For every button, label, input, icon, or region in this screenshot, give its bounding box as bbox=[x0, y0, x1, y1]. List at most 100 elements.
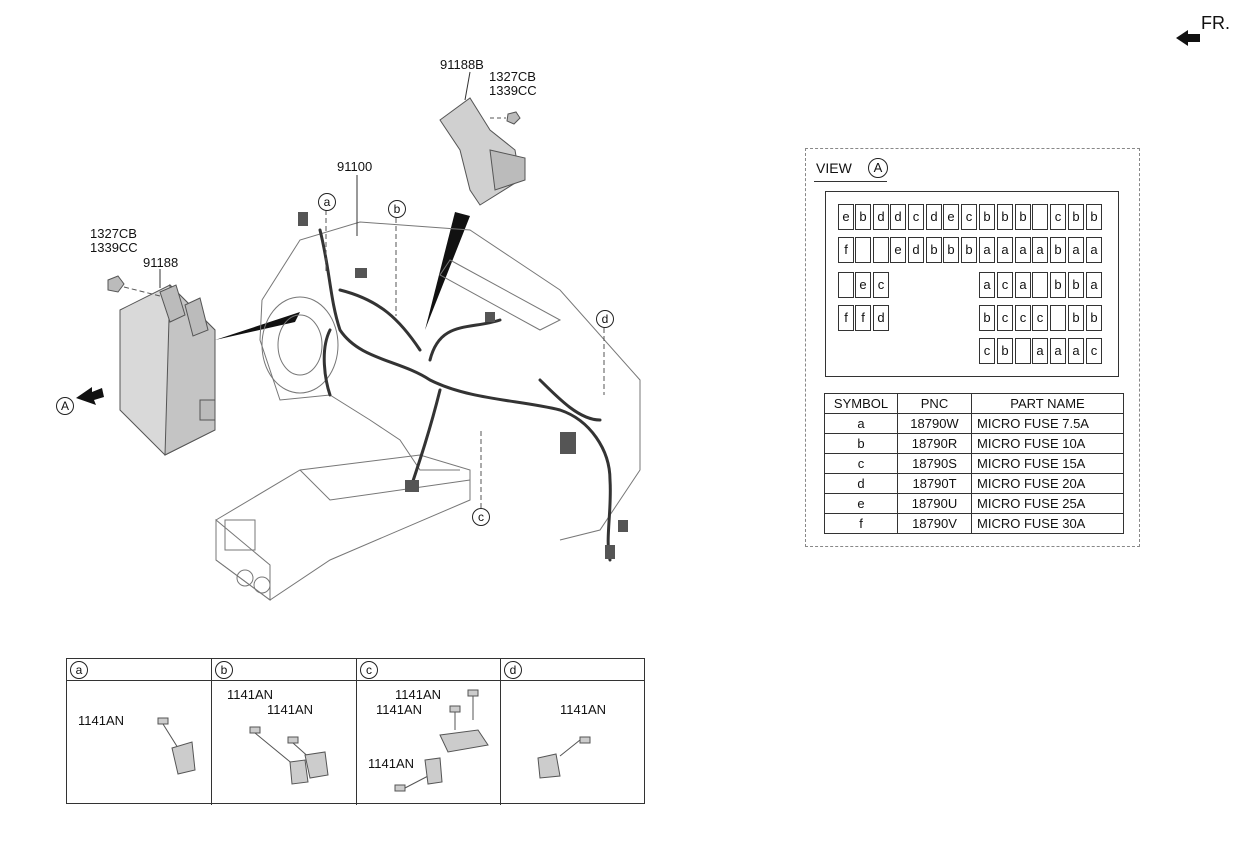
part-name-cell: MICRO FUSE 10A bbox=[971, 433, 1124, 454]
fuse-slot: b bbox=[997, 338, 1013, 364]
junction-box-91188 bbox=[119, 283, 216, 456]
fuse-slot: b bbox=[961, 237, 977, 263]
fuse-slot: b bbox=[997, 204, 1013, 230]
fuse-slot: b bbox=[1015, 204, 1031, 230]
detail-b-header-marker: b bbox=[215, 661, 233, 679]
view-a-title-marker: A bbox=[868, 158, 888, 178]
fuse-slot: a bbox=[1032, 237, 1048, 263]
fuse-slot bbox=[873, 237, 889, 263]
main-harness-91100 bbox=[318, 228, 612, 562]
detail-c-part-label: 1141AN bbox=[395, 687, 442, 702]
header-part-name: PART NAME bbox=[971, 393, 1124, 414]
callout-nut-1339CC-top: 1339CC bbox=[489, 83, 537, 98]
table-header-row: SYMBOL PNC PART NAME bbox=[824, 393, 1124, 414]
fuse-slot: b bbox=[1086, 204, 1102, 230]
fuse-slot: a bbox=[1015, 237, 1031, 263]
detail-b-part-label: 1141AN bbox=[227, 687, 274, 702]
pointer-wedge-left bbox=[215, 312, 300, 340]
fuse-slot bbox=[1032, 204, 1048, 230]
part-name-cell: MICRO FUSE 30A bbox=[971, 513, 1124, 534]
fuse-slot bbox=[1015, 338, 1031, 364]
nut-icon bbox=[506, 111, 521, 125]
fuse-slot bbox=[1032, 272, 1048, 298]
detail-marker-b: b bbox=[388, 200, 406, 218]
pnc-cell: 18790T bbox=[897, 473, 972, 494]
pnc-cell: 18790U bbox=[897, 493, 972, 514]
fuse-slot: b bbox=[1050, 237, 1066, 263]
part-name-cell: MICRO FUSE 7.5A bbox=[971, 413, 1124, 434]
view-a-title: VIEW bbox=[816, 160, 852, 176]
callout-91100: 91100 bbox=[337, 159, 373, 174]
detail-c-part-label: 1141AN bbox=[368, 756, 415, 771]
header-pnc: PNC bbox=[897, 393, 972, 414]
bracket-91188B bbox=[439, 97, 526, 206]
detail-grid bbox=[66, 658, 645, 805]
detail-divider bbox=[356, 659, 357, 805]
fuse-slot bbox=[838, 272, 854, 298]
pnc-cell: 18790W bbox=[897, 413, 972, 434]
detail-marker-c: c bbox=[472, 508, 490, 526]
detail-marker-d: d bbox=[596, 310, 614, 328]
front-arrow-icon bbox=[1176, 30, 1200, 46]
fuse-slot: a bbox=[1050, 338, 1066, 364]
detail-d-part-label: 1141AN bbox=[560, 702, 607, 717]
pointer-wedge-top bbox=[425, 212, 470, 330]
fuse-slot: a bbox=[1068, 338, 1084, 364]
detail-marker-a: a bbox=[318, 193, 336, 211]
view-a-underline bbox=[814, 181, 887, 182]
fuse-slot: d bbox=[873, 204, 889, 230]
fuse-slot: b bbox=[1086, 305, 1102, 331]
fuse-slot: e bbox=[838, 204, 854, 230]
view-a-arrow-icon bbox=[76, 387, 104, 405]
fuse-slot: b bbox=[979, 204, 995, 230]
symbol-cell: c bbox=[824, 453, 898, 474]
symbol-cell: b bbox=[824, 433, 898, 454]
fuse-slot: b bbox=[926, 237, 942, 263]
fuse-slot: c bbox=[1032, 305, 1048, 331]
fuse-slot: b bbox=[979, 305, 995, 331]
detail-a-header-marker: a bbox=[70, 661, 88, 679]
detail-c-part-label: 1141AN bbox=[376, 702, 423, 717]
fuse-slot: b bbox=[1050, 272, 1066, 298]
detail-d-header-marker: d bbox=[504, 661, 522, 679]
callout-nut-1327CB-top: 1327CB bbox=[489, 69, 536, 84]
fuse-slot: c bbox=[979, 338, 995, 364]
symbol-cell: f bbox=[824, 513, 898, 534]
fuse-slot: d bbox=[890, 204, 906, 230]
header-symbol: SYMBOL bbox=[824, 393, 898, 414]
fuse-slot: e bbox=[855, 272, 871, 298]
fuse-slot: d bbox=[926, 204, 942, 230]
fuse-slot: c bbox=[873, 272, 889, 298]
fuse-slot: a bbox=[1086, 272, 1102, 298]
fuse-slot: a bbox=[1015, 272, 1031, 298]
nut-icon bbox=[107, 275, 125, 293]
fuse-slot: f bbox=[838, 237, 854, 263]
detail-divider bbox=[500, 659, 501, 805]
fuse-slot: a bbox=[979, 237, 995, 263]
fuse-slot: d bbox=[908, 237, 924, 263]
fuse-slot: b bbox=[855, 204, 871, 230]
fuse-slot: c bbox=[997, 272, 1013, 298]
fuse-slot: f bbox=[838, 305, 854, 331]
callout-nut-1339CC-left: 1339CC bbox=[90, 240, 138, 255]
fuse-slot: a bbox=[1068, 237, 1084, 263]
part-name-cell: MICRO FUSE 20A bbox=[971, 473, 1124, 494]
symbol-cell: a bbox=[824, 413, 898, 434]
fuse-slot: b bbox=[1068, 204, 1084, 230]
detail-divider bbox=[211, 659, 212, 805]
leader-lines bbox=[325, 210, 605, 508]
fuse-slot bbox=[1050, 305, 1066, 331]
fuse-slot: a bbox=[1086, 237, 1102, 263]
view-a-panel bbox=[805, 148, 1140, 547]
part-name-cell: MICRO FUSE 25A bbox=[971, 493, 1124, 514]
pnc-cell: 18790S bbox=[897, 453, 972, 474]
fuse-slot: a bbox=[1032, 338, 1048, 364]
